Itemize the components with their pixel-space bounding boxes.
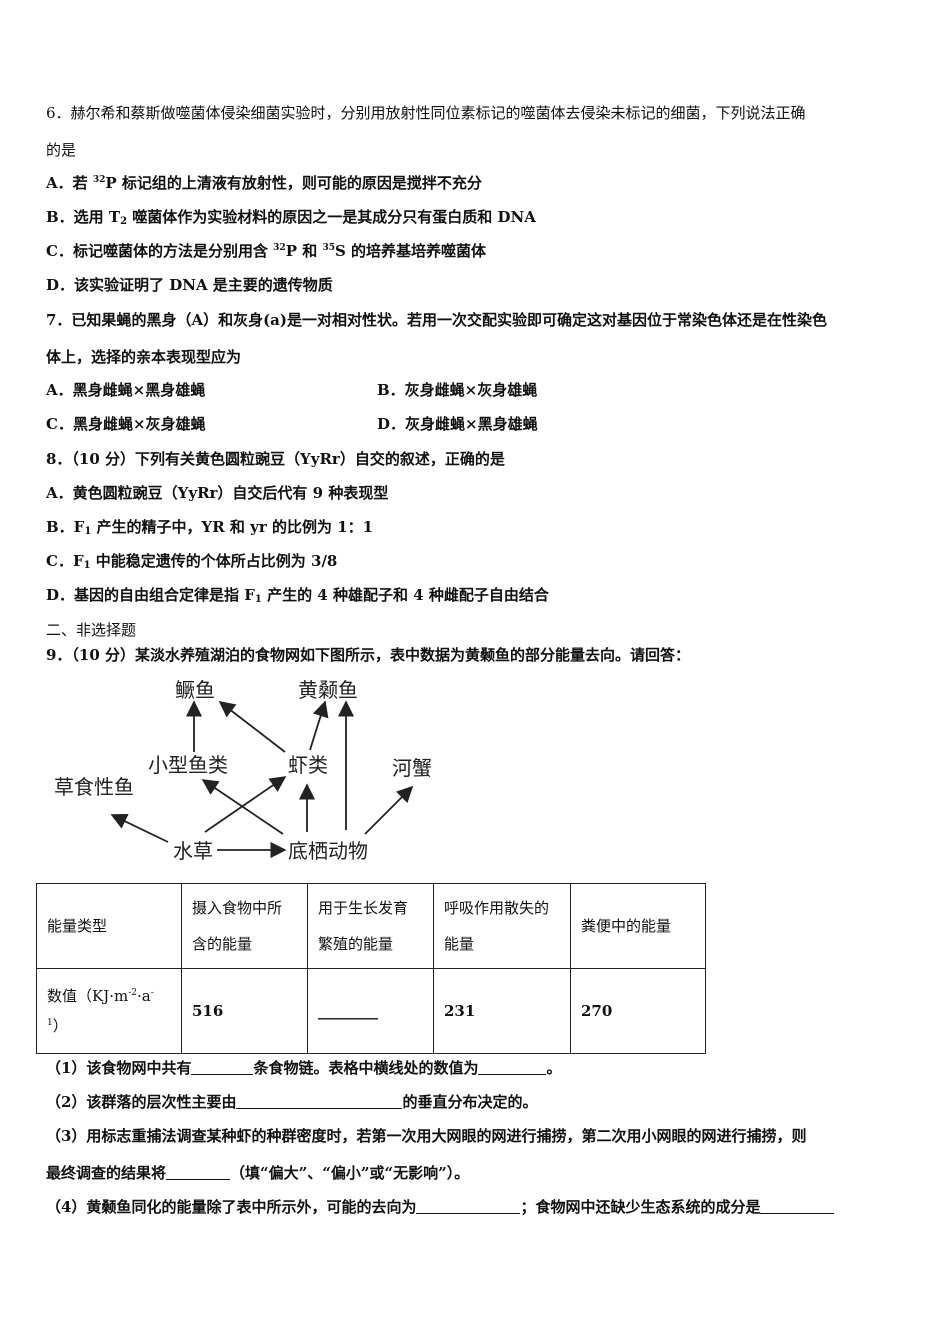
q9-part3-line2: 最终调查的结果将（填“偏大”、“偏小”或“无影响”）。 [46, 1164, 470, 1182]
node-small-fish: 小型鱼类 [148, 753, 228, 777]
q8-option-b: B．F1 产生的精子中，YR 和 yr 的比例为 1：1 [46, 518, 374, 537]
q8-option-c: C．F1 中能稳定遗传的个体所占比例为 3/8 [46, 552, 338, 571]
node-waterweed: 水草 [173, 839, 213, 863]
th-intake: 摄入食物中所含的能量 [181, 883, 308, 969]
node-benthic-animals: 底栖动物 [288, 839, 368, 863]
blank-line [478, 1060, 547, 1075]
td-intake-value: 516 [181, 968, 308, 1054]
section-heading: 二、非选择题 [46, 621, 137, 639]
blank-line [191, 1060, 254, 1075]
arrow-waterweed-to-shrimp [204, 776, 287, 833]
q9-part3-line1: （3）用标志重捕法调查某种虾的种群密度时，若第一次用大网眼的网进行捕捞，第二次用… [46, 1127, 807, 1145]
energy-table: 能量类型 摄入食物中所含的能量 用于生长发育繁殖的能量 呼吸作用散失的能量 粪便… [36, 883, 706, 1054]
q6-option-a: A．若 32P 标记组的上清液有放射性，则可能的原因是搅拌不充分 [46, 174, 482, 192]
q8-option-a: A．黄色圆粒豌豆（YyRr）自交后代有 9 种表现型 [46, 484, 389, 502]
q9-part4: （4）黄颡鱼同化的能量除了表中所示外，可能的去向为；食物网中还缺少生态系统的成分… [46, 1197, 835, 1217]
q7-option-b: B．灰身雌蝇×灰身雄蝇 [377, 381, 538, 399]
blank-line [236, 1094, 403, 1109]
q6-stem-line1: 6．赫尔希和蔡斯做噬菌体侵染细菌实验时，分别用放射性同位素标记的噬菌体去侵染未标… [46, 104, 806, 122]
arrow-shrimp-to-yellowcat [309, 700, 329, 751]
node-river-crab: 河蟹 [392, 756, 432, 780]
node-shrimp: 虾类 [288, 753, 328, 777]
q7-option-c: C．黑身雌蝇×灰身雄蝇 [46, 415, 206, 433]
food-web-diagram: 鳜鱼 黄颡鱼 小型鱼类 虾类 河蟹 草食性鱼 水草 底栖动物 [54, 678, 432, 863]
node-herbivorous-fish: 草食性鱼 [54, 775, 134, 799]
blank-line [416, 1199, 521, 1214]
th-respiration: 呼吸作用散失的能量 [433, 883, 571, 969]
td-respiration-value: 231 [433, 968, 571, 1054]
q7-stem-line2: 体上，选择的亲本表现型应为 [46, 348, 242, 366]
arrow-benthic-to-smallfish [201, 779, 284, 835]
td-growth-blank: ________ [307, 968, 434, 1054]
td-value-label: 数值（KJ·m-2·a-1） [36, 968, 182, 1054]
node-yellow-catfish: 黄颡鱼 [298, 678, 358, 702]
q8-stem: 8．（10 分）下列有关黄色圆粒豌豆（YyRr）自交的叙述，正确的是 [46, 450, 505, 468]
table-header-row: 能量类型 摄入食物中所含的能量 用于生长发育繁殖的能量 呼吸作用散失的能量 粪便… [36, 883, 706, 969]
arrow-waterweed-to-herbivore [110, 814, 169, 843]
q9-part2: （2）该群落的层次性主要由的垂直分布决定的。 [46, 1093, 538, 1111]
table-row: 数值（KJ·m-2·a-1） 516 ________ 231 270 [36, 968, 706, 1054]
td-feces-value: 270 [570, 968, 706, 1054]
q6-stem-line2: 的是 [46, 141, 77, 159]
arrow-benthic-to-crab [364, 785, 414, 835]
q7-stem-line1: 7．已知果蝇的黑身（A）和灰身(a)是一对相对性状。若用一次交配实验即可确定这对… [46, 311, 827, 329]
node-mandarin-fish: 鳜鱼 [175, 678, 215, 702]
q6-option-c: C．标记噬菌体的方法是分别用含 32P 和 35S 的培养基培养噬菌体 [46, 242, 487, 260]
blank-line [166, 1165, 231, 1180]
q9-stem: 9．（10 分）某淡水养殖湖泊的食物网如下图所示，表中数据为黄颡鱼的部分能量去向… [46, 646, 691, 664]
blank-line [760, 1199, 835, 1214]
th-energy-type: 能量类型 [36, 883, 182, 969]
arrow-shrimp-to-mandarin [218, 701, 286, 753]
th-growth: 用于生长发育繁殖的能量 [307, 883, 434, 969]
q6-option-b: B．选用 T2 噬菌体作为实验材料的原因之一是其成分只有蛋白质和 DNA [46, 208, 536, 227]
q9-part1: （1）该食物网中共有条食物链。表格中横线处的数值为。 [46, 1059, 562, 1077]
q8-option-d: D．基因的自由组合定律是指 F1 产生的 4 种雄配子和 4 种雌配子自由结合 [46, 586, 549, 605]
q7-option-a: A．黑身雌蝇×黑身雄蝇 [46, 381, 206, 399]
q7-option-d: D．灰身雌蝇×黑身雄蝇 [377, 415, 538, 433]
q6-option-d: D．该实验证明了 DNA 是主要的遗传物质 [46, 276, 333, 294]
th-feces: 粪便中的能量 [570, 883, 706, 969]
